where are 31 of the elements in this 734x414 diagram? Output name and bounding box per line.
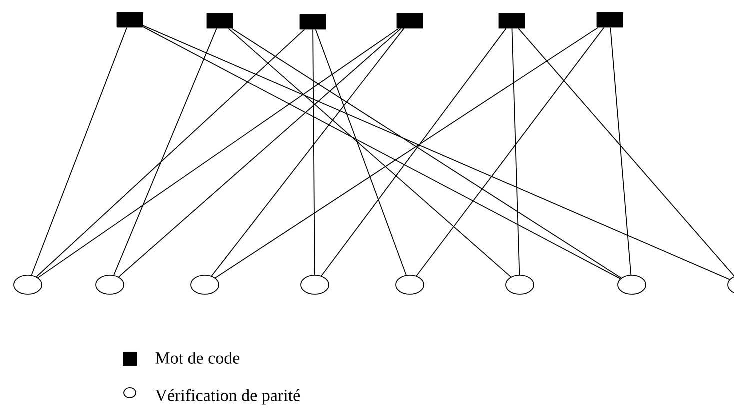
edge-line <box>518 28 734 277</box>
square-node <box>206 13 234 29</box>
legend-text: Mot de code <box>156 352 240 364</box>
square-node <box>300 14 326 30</box>
edge-line <box>228 28 512 278</box>
square-node <box>596 12 624 28</box>
edge-line <box>416 27 605 277</box>
edge-line <box>610 27 632 276</box>
square-node <box>498 13 526 29</box>
edge-line <box>312 29 316 276</box>
edge-line <box>315 29 407 276</box>
circle-node <box>300 275 330 295</box>
edge-line <box>36 29 306 278</box>
circle-node <box>396 275 424 295</box>
edge-line <box>512 28 520 276</box>
square-node <box>396 13 424 29</box>
circle-node <box>190 275 220 295</box>
edge-line <box>211 28 404 277</box>
legend-text: Vérification de parité <box>155 389 300 405</box>
edge-line <box>321 28 507 277</box>
circle-node <box>618 275 646 295</box>
circle-node <box>506 275 534 295</box>
circle-node <box>14 275 42 295</box>
edge-line <box>38 28 400 278</box>
edge-line <box>31 27 128 276</box>
circle-node <box>96 275 124 295</box>
edge-line <box>142 26 621 280</box>
edge-line <box>118 28 402 278</box>
edge-line <box>114 28 218 276</box>
square-node <box>116 12 144 28</box>
edge-line <box>142 25 730 280</box>
